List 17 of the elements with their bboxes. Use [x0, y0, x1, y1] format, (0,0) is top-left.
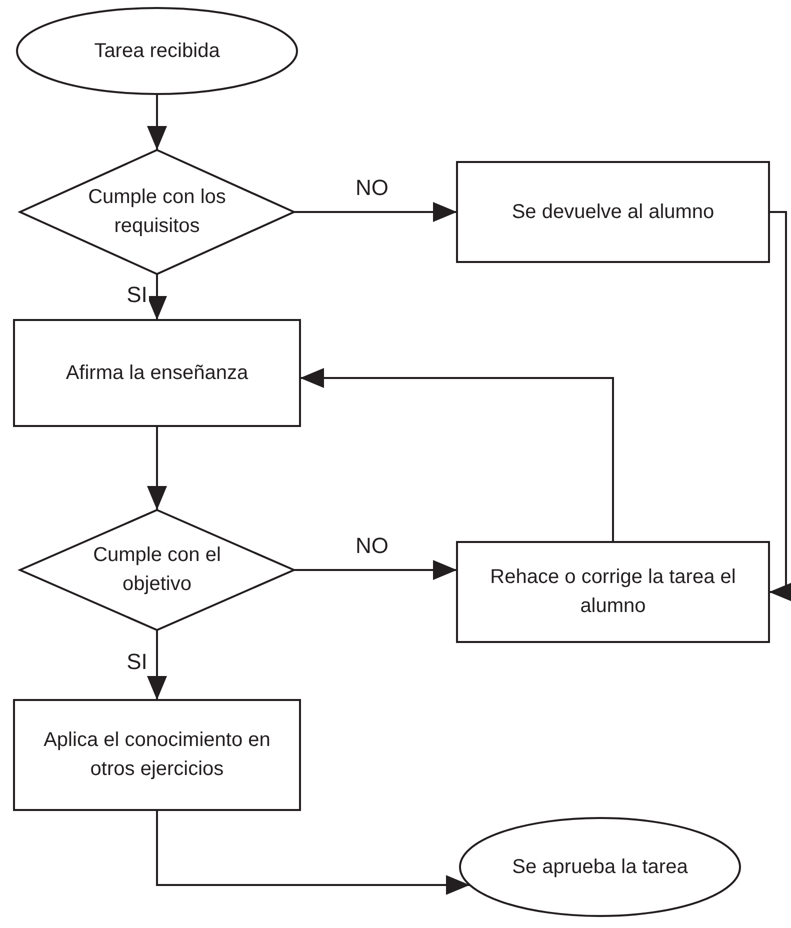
- node-label: Se devuelve al alumno: [512, 200, 714, 224]
- node-label: Aplica el conocimiento en otros ejercicios: [42, 728, 272, 782]
- node-label: Tarea recibida: [94, 38, 220, 64]
- node-label: Cumple con los requisitos: [87, 185, 227, 239]
- arrow: [147, 274, 167, 320]
- arrow: [156, 810, 470, 895]
- arrow: [294, 560, 457, 580]
- arrow: [147, 426, 167, 510]
- arrow: [300, 368, 614, 542]
- arrow: [147, 94, 167, 150]
- node-label: Cumple con el objetivo: [92, 543, 222, 597]
- node-label: Rehace o corrige la tarea el alumno: [489, 565, 737, 619]
- node-label: Afirma la enseñanza: [66, 360, 248, 386]
- arrow: [769, 211, 791, 602]
- arrow: [147, 630, 167, 700]
- arrow: [294, 202, 457, 222]
- node-label: Se aprueba la tarea: [512, 854, 688, 880]
